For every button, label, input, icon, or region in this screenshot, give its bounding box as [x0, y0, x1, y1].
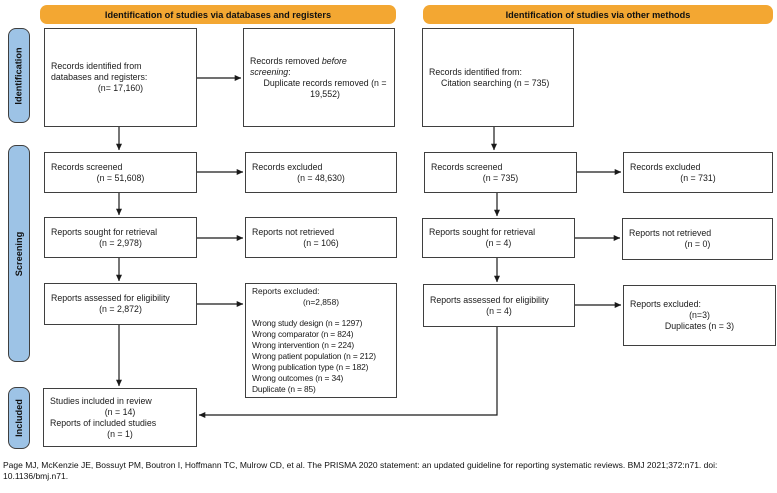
exclusion-reason: Duplicate (n = 85): [252, 384, 316, 394]
box-count: (n = 48,630): [297, 172, 345, 183]
box-records-excluded-other: Records excluded (n = 731): [623, 152, 773, 193]
box-reports-excluded-other: Reports excluded: (n=3) Duplicates (n = …: [623, 285, 776, 346]
box-text-line: Citation searching (n = 735): [441, 77, 550, 88]
box-count: (n = 735): [482, 172, 519, 183]
box-reports-assessed-other: Reports assessed for eligibility (n = 4): [423, 284, 575, 327]
exclusion-reason: Wrong intervention (n = 224): [252, 340, 355, 350]
box-reports-not-retrieved-other: Reports not retrieved (n = 0): [622, 218, 773, 260]
box-text-line: Records screened: [431, 161, 503, 172]
box-text-line: Duplicate records removed (n = 19,552): [263, 77, 387, 99]
box-count: (n=3): [689, 310, 710, 320]
box-reports-sought: Reports sought for retrieval (n = 2,978): [44, 217, 197, 258]
box-text-line: Reports sought for retrieval: [429, 227, 536, 237]
stage-label-identification: Identification: [8, 28, 30, 123]
stage-included-text: Included: [14, 399, 24, 437]
box-studies-included: Studies included in review (n = 14) Repo…: [43, 388, 197, 447]
box-text-line: Records identified from: [51, 61, 142, 71]
box-text-line: Records screened: [51, 161, 123, 172]
box-text-line: Reports not retrieved: [629, 228, 712, 238]
box-text-line: databases and registers:: [51, 72, 148, 82]
box-text-line: Records excluded: [252, 161, 323, 172]
box-records-removed-before-screening: Records removed before screening: Duplic…: [243, 28, 395, 127]
text-segment-italic: before screening: [250, 55, 347, 77]
box-count: (n = 731): [680, 172, 716, 183]
citation-text: Page MJ, McKenzie JE, Bossuyt PM, Boutro…: [3, 460, 718, 481]
box-count: (n = 0): [684, 239, 711, 249]
stage-identification-text: Identification: [14, 46, 25, 105]
exclusion-reason: Wrong publication type (n = 182): [252, 362, 369, 372]
box-text-line: Reports excluded:: [630, 299, 701, 309]
box-text-line: Records removed before screening:: [250, 56, 388, 78]
box-text-line: Reports of included studies: [50, 417, 157, 428]
box-count: (n= 17,160): [97, 83, 144, 93]
box-records-screened: Records screened (n = 51,608): [44, 152, 197, 193]
exclusion-reason: Wrong outcomes (n = 34): [252, 373, 344, 383]
header-databases-label: Identification of studies via databases …: [104, 9, 332, 20]
box-text-line: Records identified from:: [429, 66, 522, 77]
box-text-line: Reports excluded:: [252, 286, 320, 296]
text-segment: :: [288, 66, 291, 77]
text-segment: Records removed: [250, 55, 322, 66]
box-count: (n = 4): [486, 305, 512, 316]
box-reports-excluded-reasons: Reports excluded: (n=2,858) Wrong study …: [245, 283, 397, 398]
header-other-methods: Identification of studies via other meth…: [423, 5, 773, 24]
stage-label-included: Included: [8, 387, 30, 449]
box-records-excluded: Records excluded (n = 48,630): [245, 152, 397, 193]
exclusion-reason: Wrong study design (n = 1297): [252, 318, 363, 328]
spacer: [252, 308, 390, 318]
box-text-line: Reports assessed for eligibility: [51, 293, 170, 303]
box-text-line: Studies included in review: [50, 395, 152, 406]
box-records-identified-databases: Records identified from databases and re…: [44, 28, 197, 127]
box-reports-not-retrieved: Reports not retrieved (n = 106): [245, 217, 397, 258]
box-text-line: Records excluded: [630, 161, 701, 172]
box-text-line: Reports assessed for eligibility: [430, 294, 549, 305]
box-text-line: Reports sought for retrieval: [51, 226, 158, 237]
box-count: (n = 1): [107, 428, 133, 439]
stage-label-screening: Screening: [8, 145, 30, 362]
box-count: (n = 2,978): [99, 237, 142, 248]
box-count: (n=2,858): [302, 297, 340, 307]
box-records-screened-other: Records screened (n = 735): [424, 152, 577, 193]
stage-screening-text: Screening: [14, 231, 25, 276]
exclusion-reason: Wrong comparator (n = 824): [252, 329, 354, 339]
box-count: (n = 51,608): [96, 172, 145, 183]
box-count: (n = 4): [485, 238, 512, 248]
box-text-line: Duplicates (n = 3): [664, 321, 735, 331]
header-databases-registers: Identification of studies via databases …: [40, 5, 396, 24]
box-reports-assessed: Reports assessed for eligibility (n = 2,…: [44, 283, 197, 325]
box-count: (n = 106): [303, 237, 339, 248]
box-count: (n = 2,872): [99, 304, 142, 314]
header-other-label: Identification of studies via other meth…: [505, 9, 691, 20]
box-text-line: Reports not retrieved: [252, 226, 335, 237]
box-count: (n = 14): [104, 406, 136, 417]
box-records-identified-other: Records identified from: Citation search…: [422, 28, 574, 127]
exclusion-reason: Wrong patient population (n = 212): [252, 351, 376, 361]
box-reports-sought-other: Reports sought for retrieval (n = 4): [422, 218, 575, 258]
